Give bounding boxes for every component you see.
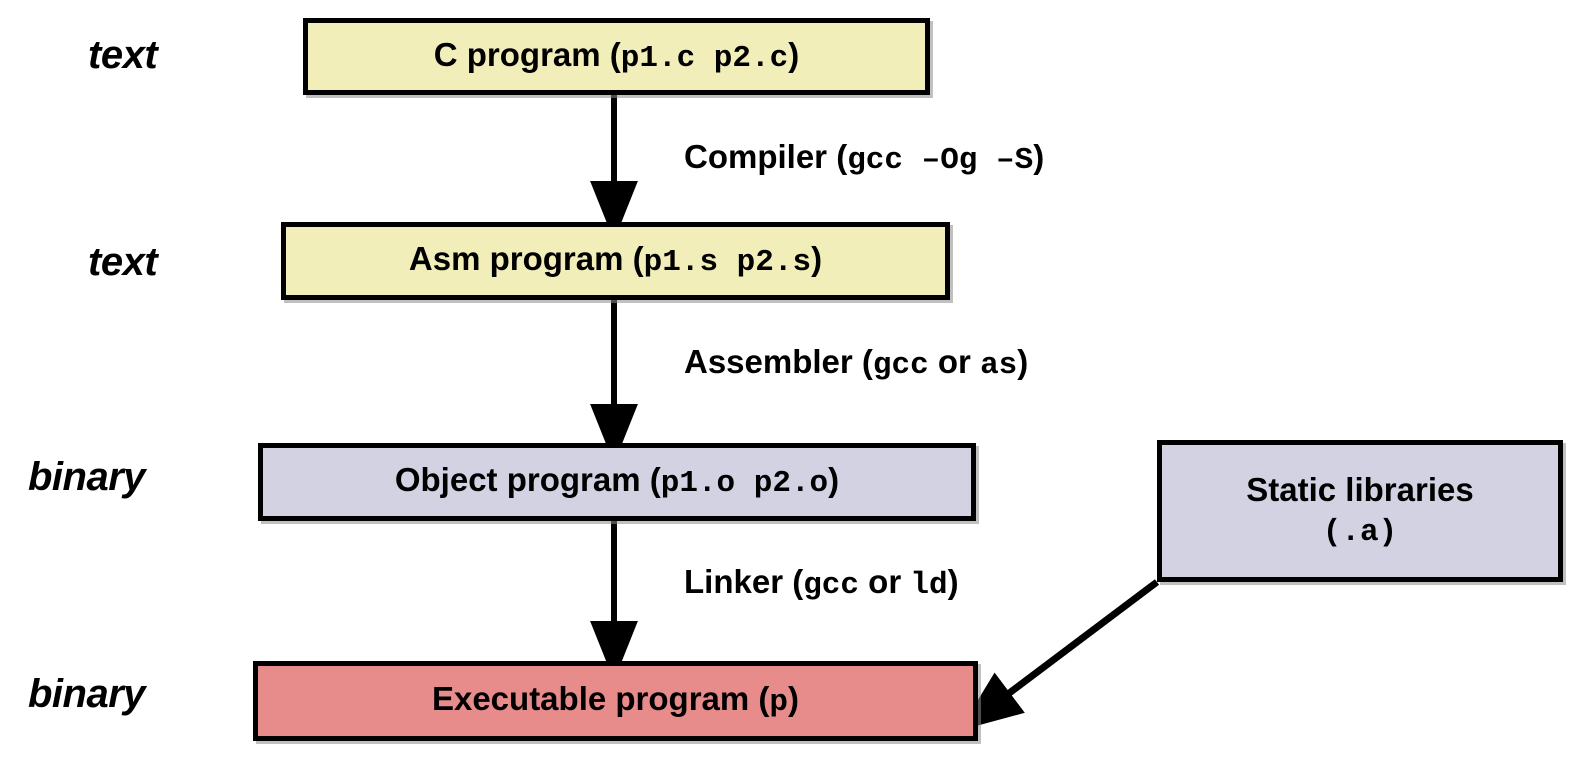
node-executable-program-suffix: ) — [788, 680, 800, 718]
edge-label-assembler-code: gcc — [872, 348, 929, 383]
edge-label-linker-prefix: Linker ( — [684, 563, 804, 600]
node-object-program[interactable]: Object program (p1.o p2.o) — [258, 443, 976, 521]
node-asm-program[interactable]: Asm program (p1.s p2.s) — [281, 222, 950, 300]
edge-label-assembler: Assembler (gcc or as) — [684, 343, 1028, 383]
node-static-libraries-code: (.a) — [1322, 514, 1398, 550]
node-asm-program-label: Asm program (p1.s p2.s) — [409, 240, 822, 282]
edge-label-assembler-prefix: Assembler ( — [684, 343, 873, 380]
edge-label-linker-code: gcc — [803, 568, 860, 603]
stage-label-binary-1: binary — [28, 455, 146, 499]
edge-label-assembler-suffix: ) — [1017, 343, 1029, 380]
node-executable-program-code: p — [769, 685, 789, 721]
stage-label-binary-2: binary — [28, 672, 146, 716]
edge-label-assembler-code2: as — [980, 348, 1018, 383]
node-object-program-suffix: ) — [828, 461, 840, 499]
edge-label-linker: Linker (gcc or ld) — [684, 563, 959, 603]
node-executable-program-label: Executable program (p) — [432, 680, 799, 722]
node-c-program-suffix: ) — [788, 35, 800, 73]
node-asm-program-code: p1.s p2.s — [643, 245, 812, 281]
node-asm-program-suffix: ) — [811, 240, 823, 278]
node-object-program-prefix: Object program ( — [394, 461, 661, 499]
edge-label-assembler-middle: or — [928, 343, 981, 380]
node-executable-program-prefix: Executable program ( — [431, 680, 770, 718]
node-c-program-code: p1.c p2.c — [620, 40, 789, 76]
node-executable-program[interactable]: Executable program (p) — [253, 661, 978, 741]
node-static-libraries[interactable]: Static libraries (.a) — [1157, 440, 1563, 582]
node-c-program[interactable]: C program (p1.c p2.c) — [303, 18, 930, 95]
arrow-static-link — [959, 579, 1160, 731]
node-static-libraries-title: Static libraries — [1246, 470, 1474, 508]
node-asm-program-prefix: Asm program ( — [408, 240, 644, 278]
stage-label-text-1: text — [88, 33, 158, 77]
edge-label-linker-code2: ld — [910, 568, 948, 603]
edge-label-compiler-code: gcc –Og –S — [847, 143, 1034, 178]
node-object-program-code: p1.o p2.o — [660, 466, 829, 502]
edge-label-compiler-prefix: Compiler ( — [684, 138, 848, 175]
edge-label-linker-middle: or — [859, 563, 911, 600]
node-c-program-label: C program (p1.c p2.c) — [434, 36, 799, 78]
edge-label-compiler-suffix: ) — [1033, 138, 1045, 175]
node-static-libraries-label: Static libraries (.a) — [1246, 471, 1473, 552]
stage-label-text-2: text — [88, 240, 158, 284]
node-c-program-prefix: C program ( — [433, 35, 621, 73]
node-object-program-label: Object program (p1.o p2.o) — [395, 461, 839, 503]
edge-label-linker-suffix: ) — [947, 563, 959, 600]
edge-label-compiler: Compiler (gcc –Og –S) — [684, 138, 1044, 178]
